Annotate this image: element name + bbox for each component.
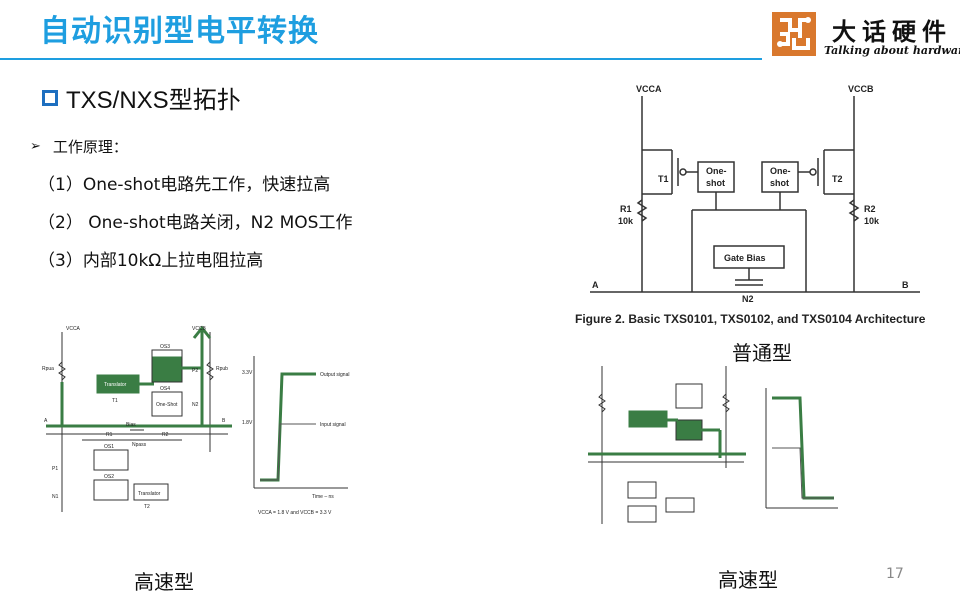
basic-architecture-diagram: VCCA VCCB One- shot One- shot T1 T2 R1 1… [590,84,920,304]
hs-os2-label: OS2 [104,474,114,480]
hs-vcc-note: VCCA = 1.8 V and VCCB = 3.3 V [258,510,332,516]
logo-chinese-text: 大话硬件 [832,17,952,46]
high-speed-circuit-diagram: VCCA VCCB Rpua Rpub Translator T1 OS3 OS… [42,325,349,516]
hs-one-shot-label: One-Shot [156,402,178,408]
normal-type-label: 普通型 [732,341,792,365]
r2-label: R2 [864,204,876,214]
vcca-label: VCCA [636,84,662,94]
r1-label: R1 [620,204,632,214]
n2-label: N2 [742,294,754,304]
arrow-bullet-icon: ➢ [30,139,41,154]
one-shot-a-label-2: shot [706,178,725,188]
r1-value: 10k [618,216,634,226]
hs-n1-label: N1 [52,494,59,500]
hs-rpua-label: Rpua [42,366,54,372]
high-speed-type-label-left: 高速型 [134,570,194,594]
hs-time-label: Time – ns [312,494,334,500]
step-1: （1）One-shot电路先工作，快速拉高 [38,175,331,195]
hs-os3-label: OS3 [160,344,170,350]
a-pin-label: A [592,280,599,290]
hs-t2-label: T2 [144,504,150,510]
hs-r2-label: R2 [162,432,169,438]
hs-t1-label: T1 [112,398,118,404]
square-bullet-icon [42,89,58,106]
hs-rpub-label: Rpub [216,366,228,372]
hs-translator-2-label: Translator [138,491,161,497]
logo-english-text: Talking about hardware [824,44,960,57]
principle-bullet: ➢ 工作原理： [30,136,128,157]
slide-title: 自动识别型电平转换 [40,14,319,49]
architecture-figure-caption: Figure 2. Basic TXS0101, TXS0102, and TX… [575,312,926,326]
section-heading-text: TXS/NXS型拓扑 [66,87,241,114]
hs-npass-label: Npass [132,442,147,448]
hs-b-label: B [222,418,226,424]
hs-translator-label: Translator [104,382,127,388]
hs-vccb-label: VCCB [192,326,207,332]
page-number: 17 [886,566,904,582]
section-heading: TXS/NXS型拓扑 [42,80,241,115]
hs-v33-label: 3.3V [242,370,253,376]
one-shot-b-label-1: One- [770,166,791,176]
hs-r1-label: R1 [106,432,113,438]
hs-n2-label: N2 [192,402,199,408]
hs-a-label: A [44,418,48,424]
hs-output-signal-label: Output signal [320,372,349,378]
hs-p2-label: P2 [192,368,198,374]
step-2: （2） One-shot电路关闭，N2 MOS工作 [38,213,353,233]
hs-os4-label: OS4 [160,386,170,392]
hs-v18-label: 1.8V [242,420,253,426]
step-3: （3）内部10kΩ上拉电阻拉高 [38,251,264,271]
t1-label: T1 [658,174,669,184]
hs-vcca-label: VCCA [66,326,81,332]
high-speed-type-label-right: 高速型 [718,568,778,592]
one-shot-b-label-2: shot [770,178,789,188]
hs-bias-label: Bias [126,422,136,428]
vccb-label: VCCB [848,84,874,94]
brand-logo: 大话硬件 Talking about hardware [770,10,960,62]
r2-value: 10k [864,216,880,226]
title-divider [0,58,762,60]
gate-bias-label: Gate Bias [724,253,766,263]
principle-label: 工作原理： [52,138,128,156]
logo-mark-icon [772,12,816,56]
t2-label: T2 [832,174,843,184]
high-speed-circuit-diagram-2 [588,366,838,524]
hs-p1-label: P1 [52,466,58,472]
b-pin-label: B [902,280,909,290]
hs-input-signal-label: Input signal [320,422,346,428]
hs-os1-label: OS1 [104,444,114,450]
one-shot-a-label-1: One- [706,166,727,176]
